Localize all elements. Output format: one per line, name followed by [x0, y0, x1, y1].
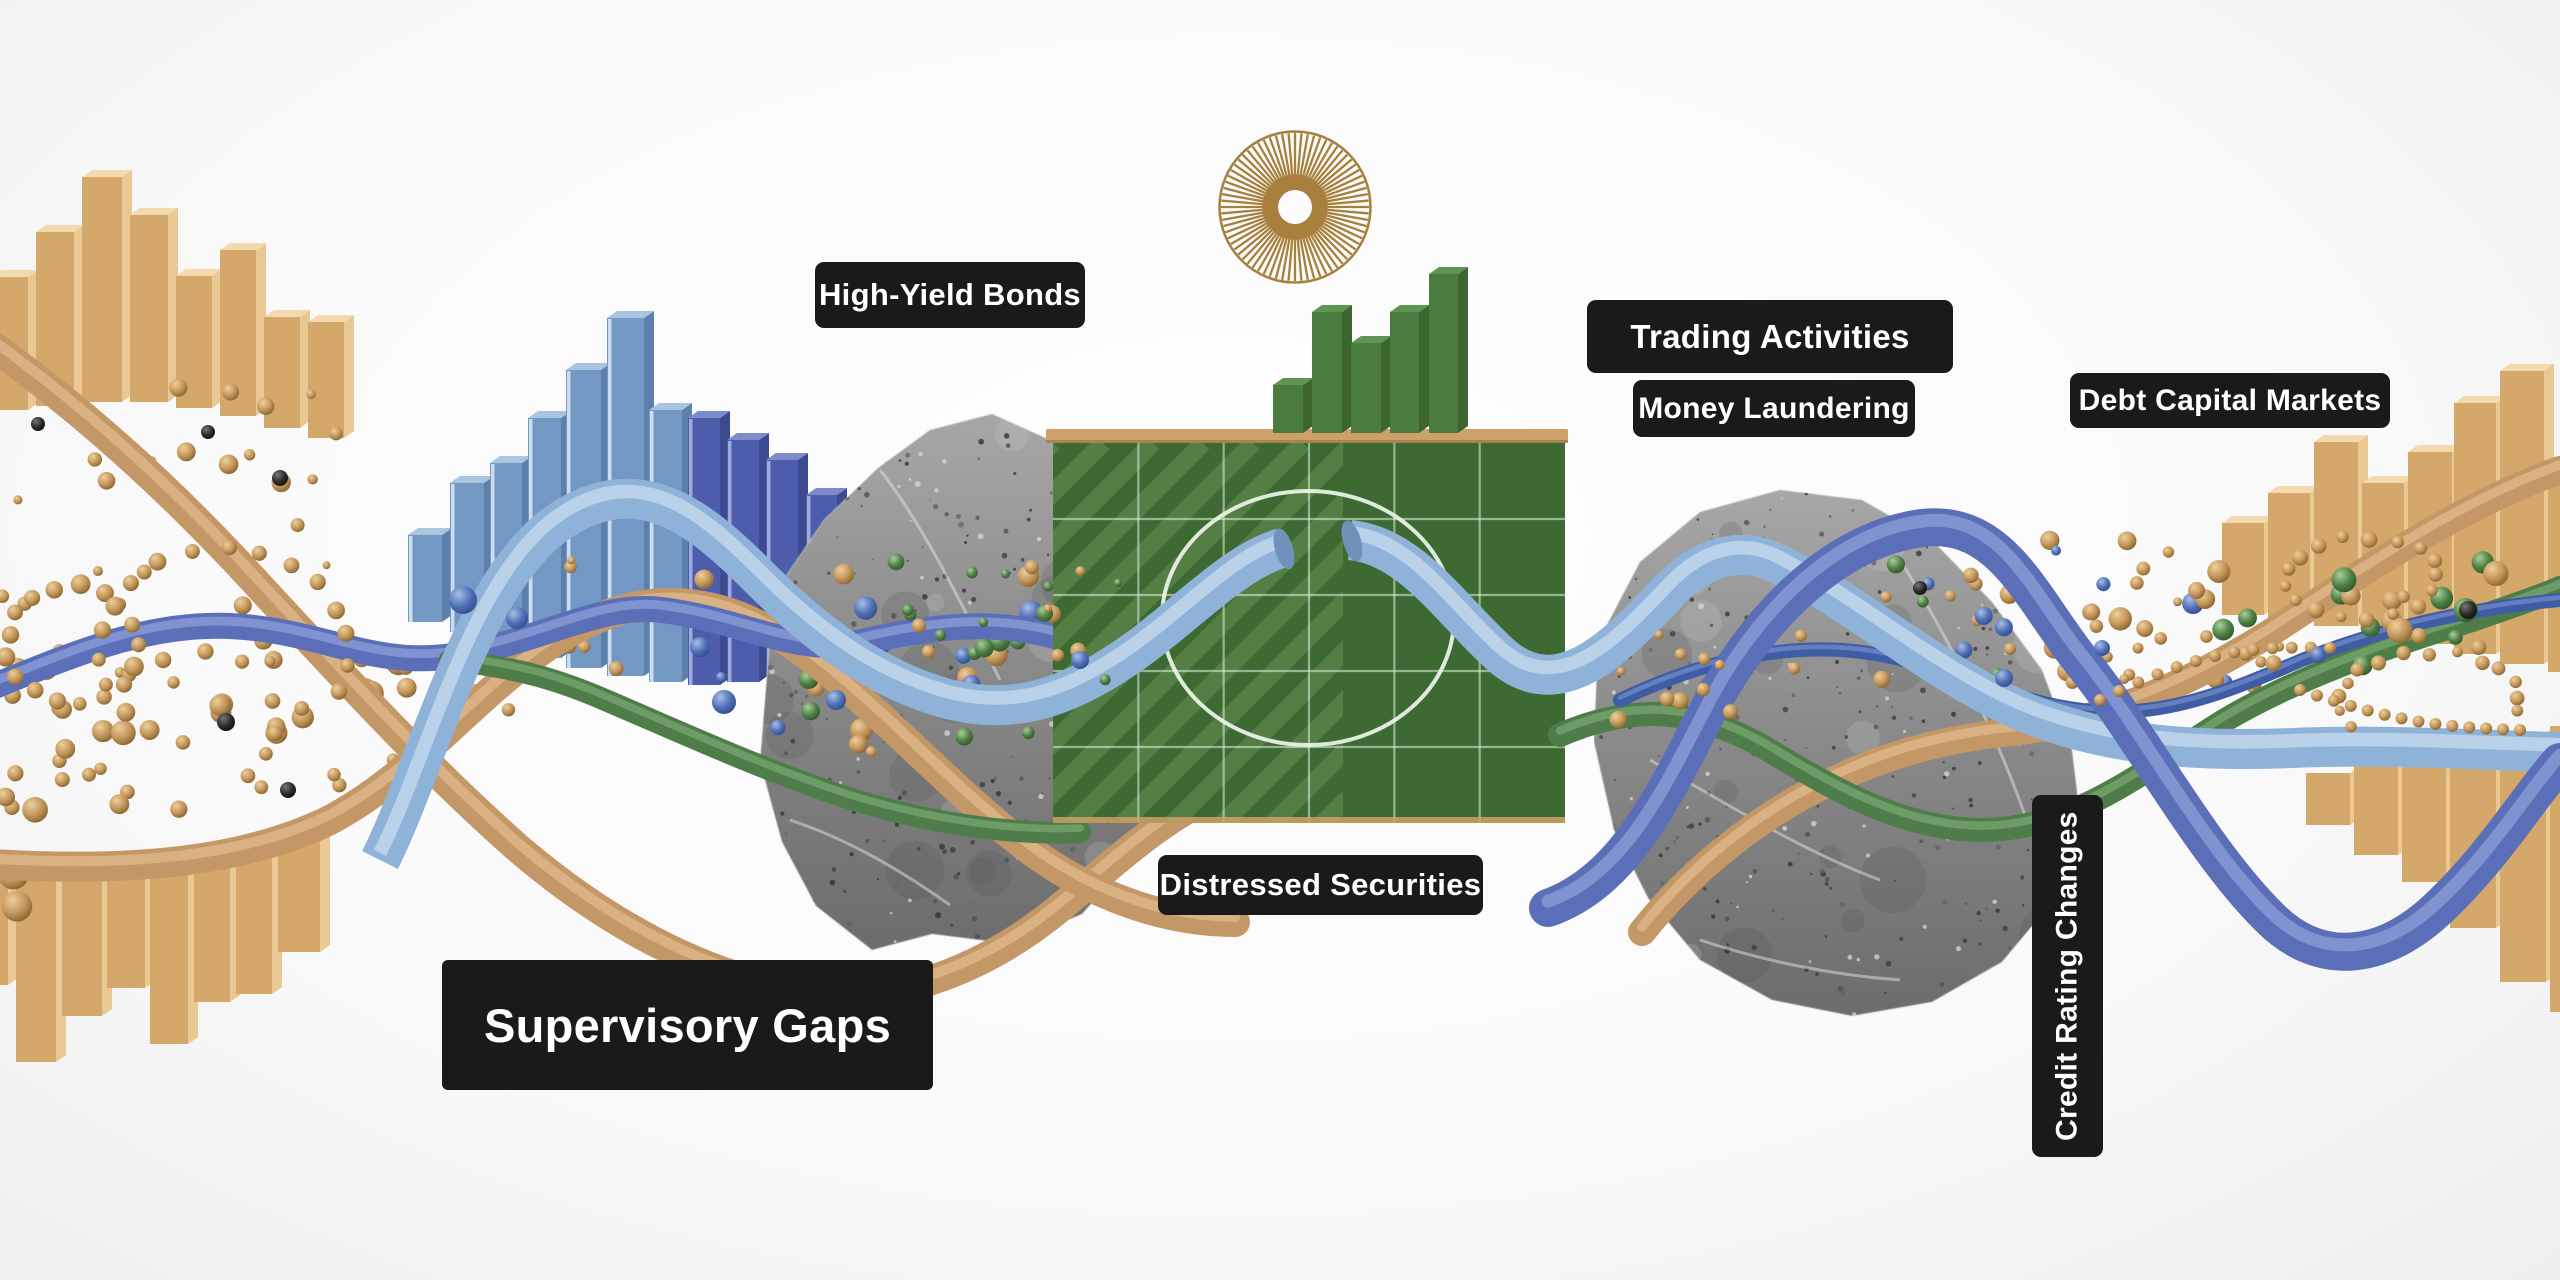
tubes-front	[362, 456, 2560, 971]
label-supervisory-gaps: Supervisory Gaps	[442, 960, 933, 1090]
label-debt-capital-markets: Debt Capital Markets	[2070, 373, 2390, 428]
label-money-laundering: Money Laundering	[1633, 380, 1915, 437]
label-high-yield-bonds: High-Yield Bonds	[815, 262, 1085, 328]
label-distressed-securities: Distressed Securities	[1158, 855, 1483, 915]
sunburst-icon	[1218, 130, 1372, 284]
label-trading-activities: Trading Activities	[1587, 300, 1953, 373]
tubes-back	[0, 332, 1255, 1011]
label-credit-rating-changes: Credit Rating Changes	[2032, 795, 2103, 1157]
beads-front	[0, 417, 2526, 798]
